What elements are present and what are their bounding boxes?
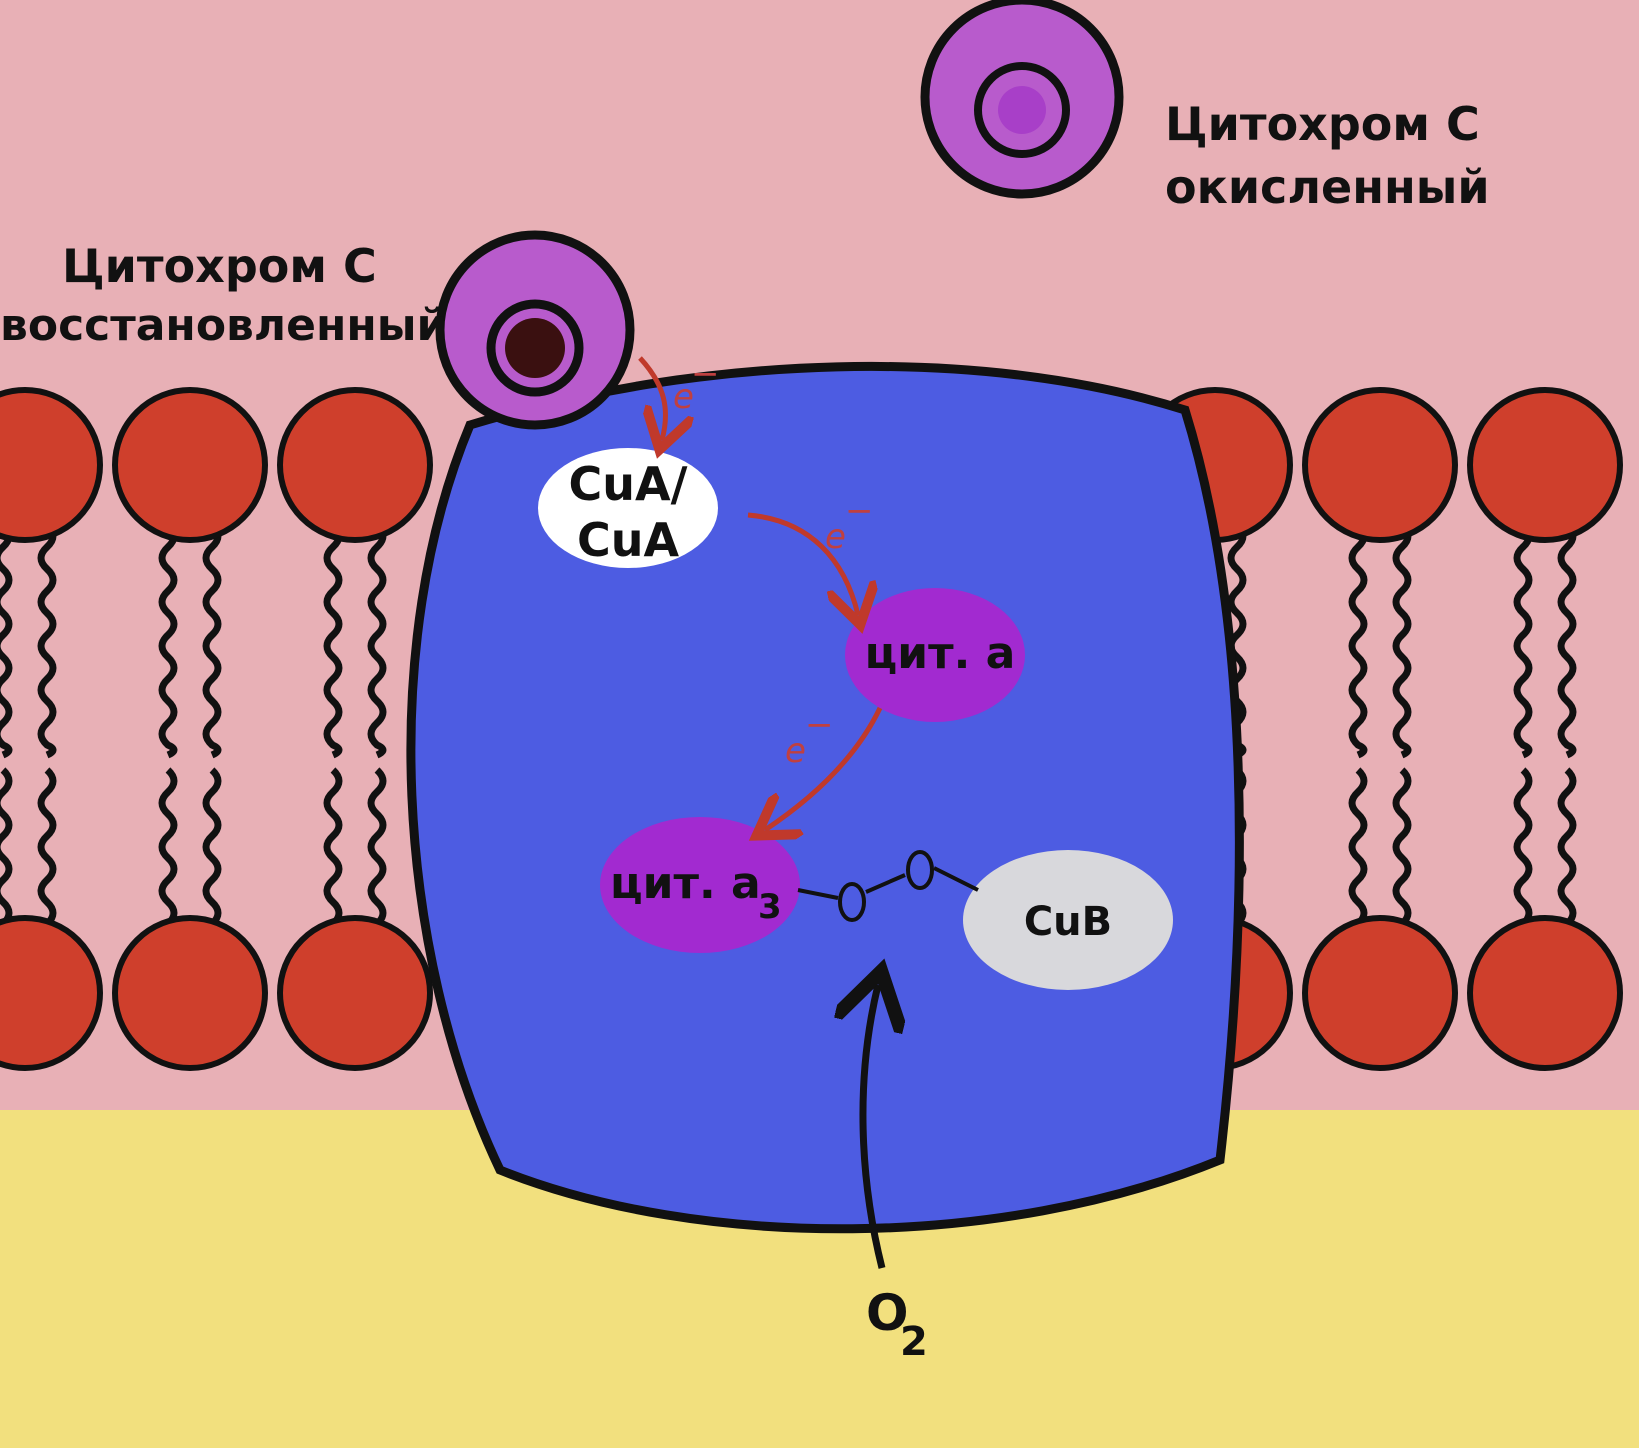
lipid-tail xyxy=(1392,522,1412,759)
oxygen-arrow xyxy=(863,985,882,1269)
lipid-head xyxy=(112,387,268,543)
lipid-head xyxy=(0,915,103,1071)
cytc-reduced-label-line2: восстановленный xyxy=(0,300,447,351)
cytc-oxidized-label-line2: окисленный xyxy=(1165,160,1490,214)
oxygen-subscript: 2 xyxy=(900,1319,928,1365)
lipid-tail xyxy=(323,522,343,759)
lipid-tail xyxy=(1557,522,1577,759)
lipid-head xyxy=(277,387,433,543)
cyt-a-heme xyxy=(845,588,1025,722)
cua-label-line2: CuA xyxy=(577,513,680,567)
electron-arrow-2 xyxy=(747,512,858,615)
lipid-head xyxy=(1302,387,1458,543)
cytc-reduced-label-line1: Цитохром С xyxy=(62,239,377,293)
lipid-head xyxy=(277,915,433,1071)
electron-sup-2: − xyxy=(845,491,874,531)
cytochrome-oxidase-complex xyxy=(406,361,1244,1234)
cub-label: CuB xyxy=(1024,899,1112,945)
lipid-tail xyxy=(158,522,178,759)
lipid-tail xyxy=(202,522,222,759)
cytochrome-c-reduced xyxy=(435,230,635,430)
lipid-tail xyxy=(1348,522,1368,759)
cyt-a-label: цит. а xyxy=(865,628,1016,679)
electron-sup-3: − xyxy=(805,705,834,745)
lipid-tail xyxy=(367,522,387,759)
cua-center xyxy=(538,448,718,568)
lipid-head xyxy=(1302,915,1458,1071)
lipid-tail xyxy=(1513,522,1533,759)
lipid-tail xyxy=(367,767,387,937)
lipid-tail xyxy=(1392,767,1412,937)
cyt-a3-heme xyxy=(600,817,800,953)
cyt-a3-subscript: 3 xyxy=(758,887,782,927)
lipid-heads xyxy=(0,387,1623,1071)
electron-arrow-1 xyxy=(638,356,666,440)
lipid-head xyxy=(112,915,268,1071)
electron-label-3: e xyxy=(785,731,806,771)
lipid-tail xyxy=(37,767,57,937)
lipid-tail xyxy=(0,522,13,759)
cytochrome-c-oxidized xyxy=(920,0,1124,199)
lipid-head xyxy=(0,387,103,543)
electron-sup-1: − xyxy=(691,354,720,394)
lipid-head xyxy=(1467,387,1623,543)
peroxide-bridge xyxy=(797,850,979,922)
lipid-tail xyxy=(1557,767,1577,937)
lipid-head xyxy=(1467,915,1623,1071)
lipid-tail xyxy=(202,767,222,937)
electron-arrow-3 xyxy=(765,706,883,830)
cytc-oxidized-label-line1: Цитохром С xyxy=(1165,97,1480,151)
cyt-a3-label: цит. а xyxy=(610,858,761,909)
cub-center xyxy=(963,850,1173,990)
electron-label-1: e xyxy=(673,377,694,417)
lipid-tail xyxy=(37,522,57,759)
oxygen-label: O xyxy=(866,1284,909,1342)
electron-label-2: e xyxy=(825,517,846,557)
cua-label-line1: CuA/ xyxy=(569,457,688,511)
